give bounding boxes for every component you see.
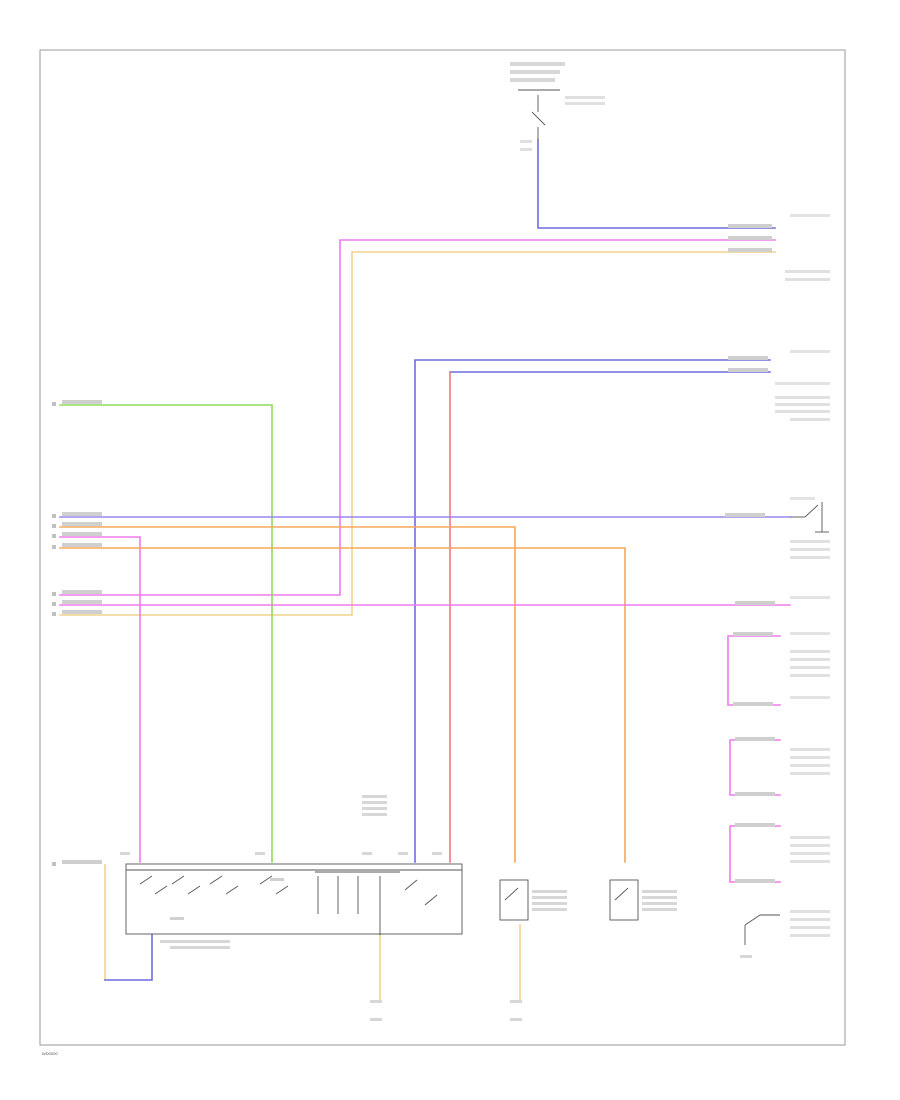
wire-pink-loop-1 — [727, 635, 781, 706]
footer-label: WD0000 — [42, 1051, 58, 1056]
wire-blue-gray — [414, 359, 771, 863]
wire-tan-long — [59, 251, 776, 616]
wire-orange-2 — [59, 547, 626, 863]
wire-blue-bottom — [104, 934, 153, 981]
power-source — [510, 62, 605, 151]
wire-orange-1 — [59, 526, 516, 863]
lower-right-sensor — [744, 914, 780, 945]
wire-power-blue — [537, 139, 776, 229]
wire-pink-loop-3 — [729, 825, 781, 883]
wire-pink-short — [59, 536, 141, 863]
left-labels — [52, 400, 102, 866]
diagram-frame — [39, 49, 846, 1046]
right-labels — [725, 214, 830, 937]
switch-right-upper — [790, 497, 829, 533]
lower-component-1 — [499, 879, 567, 921]
lower-component-2 — [609, 879, 677, 921]
wire-pink-loop-2 — [729, 739, 781, 796]
wire-green — [59, 404, 273, 863]
control-unit — [120, 852, 463, 949]
wires — [59, 139, 791, 1001]
ground-labels — [362, 795, 752, 1021]
wire-pink-long — [59, 239, 776, 596]
